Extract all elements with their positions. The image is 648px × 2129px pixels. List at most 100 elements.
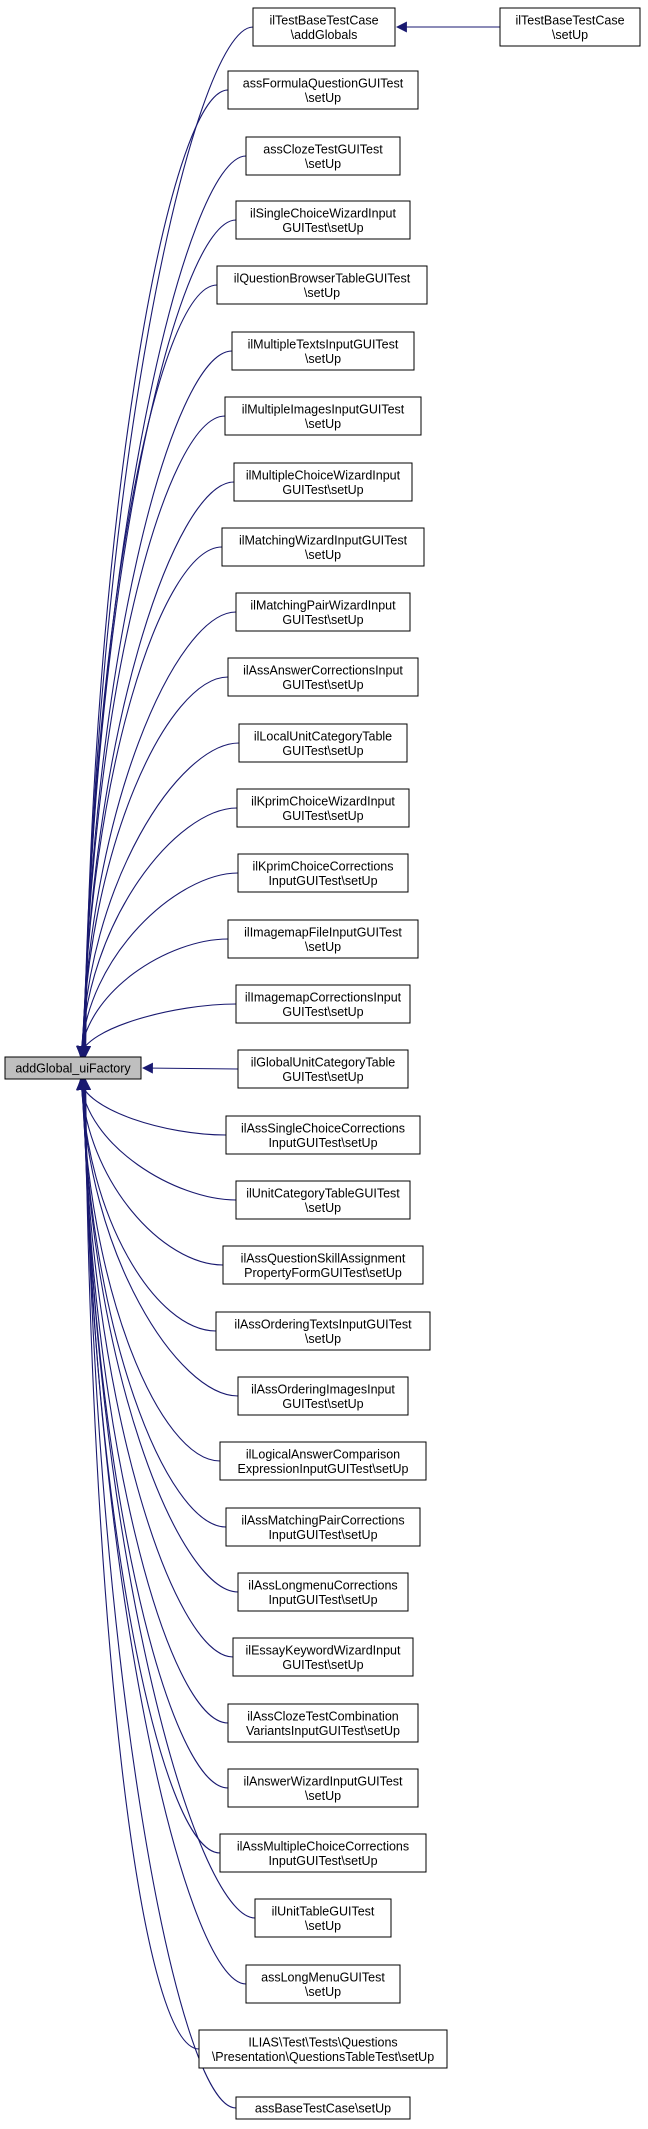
node-label-line: ilMatchingPairWizardInput: [250, 598, 396, 612]
caller-node-testbase-setup[interactable]: ilTestBaseTestCase\setUp: [499, 7, 641, 47]
node-label-line: \setUp: [304, 286, 340, 300]
node-label-line: ILIAS\Test\Tests\Questions: [248, 2035, 397, 2049]
node-label-line: GUITest\setUp: [282, 1397, 363, 1411]
node-label-line: \setUp: [305, 940, 341, 954]
caller-node[interactable]: ilAssSingleChoiceCorrectionsInputGUITest…: [225, 1115, 421, 1155]
node-box: [238, 723, 408, 763]
call-edge: [78, 284, 218, 1058]
node-box: [198, 2029, 448, 2069]
node-label-line: assBaseTestCase\setUp: [255, 2102, 391, 2116]
node-label-line: ilMultipleImagesInputGUITest: [242, 402, 405, 416]
caller-node[interactable]: ilKprimChoiceCorrectionsInputGUITest\set…: [237, 853, 409, 893]
caller-node[interactable]: ilAssClozeTestCombinationVariantsInputGU…: [227, 1703, 419, 1743]
node-label-line: ilAssMultipleChoiceCorrections: [237, 1839, 409, 1853]
node-label-line: ilAssClozeTestCombination: [247, 1709, 399, 1723]
caller-node[interactable]: ilAssOrderingTextsInputGUITest\setUp: [215, 1311, 431, 1351]
node-label-line: PropertyFormGUITest\setUp: [244, 1266, 402, 1280]
call-edge: [77, 1078, 239, 1593]
node-label-line: GUITest\setUp: [282, 1658, 363, 1672]
node-label-line: InputGUITest\setUp: [268, 1528, 377, 1542]
node-label-line: \setUp: [305, 1201, 341, 1215]
caller-node[interactable]: assBaseTestCase\setUp: [235, 2096, 411, 2120]
caller-node[interactable]: assLongMenuGUITest\setUp: [245, 1964, 401, 2004]
node-label-line: InputGUITest\setUp: [268, 1593, 377, 1607]
caller-node[interactable]: ilMatchingWizardInputGUITest\setUp: [221, 527, 425, 567]
caller-node[interactable]: ilAssQuestionSkillAssignmentPropertyForm…: [222, 1245, 424, 1285]
caller-node[interactable]: ilMultipleTextsInputGUITest\setUp: [231, 331, 415, 371]
caller-node[interactable]: ILIAS\Test\Tests\Questions\Presentation\…: [198, 2029, 448, 2069]
node-box: [221, 527, 425, 567]
node-box: [233, 462, 413, 502]
node-box: [235, 2096, 411, 2120]
node-label-line: ilLogicalAnswerComparison: [246, 1447, 400, 1461]
caller-node[interactable]: ilUnitTableGUITest\setUp: [254, 1898, 392, 1938]
node-label-line: ExpressionInputGUITest\setUp: [238, 1462, 409, 1476]
call-edge: [77, 1078, 234, 1658]
caller-node[interactable]: ilQuestionBrowserTableGUITest\setUp: [216, 265, 428, 305]
caller-node[interactable]: ilUnitCategoryTableGUITest\setUp: [235, 1180, 411, 1220]
node-label-line: GUITest\setUp: [282, 744, 363, 758]
node-label-line: \setUp: [305, 417, 341, 431]
node-label-line: GUITest\setUp: [282, 678, 363, 692]
node-label-line: \addGlobals: [291, 28, 358, 42]
node-box: [237, 1572, 409, 1612]
node-label-line: \setUp: [305, 1919, 341, 1933]
node-label-line: ilMultipleTextsInputGUITest: [248, 337, 399, 351]
node-box: [219, 1833, 427, 1873]
node-label-line: ilQuestionBrowserTableGUITest: [234, 271, 411, 285]
node-label-line: GUITest\setUp: [282, 1005, 363, 1019]
node-label-line: \setUp: [305, 1789, 341, 1803]
call-edge: [75, 1078, 237, 1201]
node-label-line: assClozeTestGUITest: [263, 142, 383, 156]
call-edge: [80, 1078, 237, 2109]
node-label-line: GUITest\setUp: [282, 1070, 363, 1084]
node-label-line: ilImagemapCorrectionsInput: [245, 990, 402, 1004]
caller-node[interactable]: ilImagemapFileInputGUITest\setUp: [227, 919, 419, 959]
call-edge: [76, 676, 229, 1058]
caller-node[interactable]: ilLogicalAnswerComparisonExpressionInput…: [219, 1441, 427, 1481]
caller-node[interactable]: assClozeTestGUITest\setUp: [245, 136, 401, 176]
node-box: [231, 331, 415, 371]
node-label-line: ilAssQuestionSkillAssignment: [241, 1251, 406, 1265]
node-label-line: ilAssSingleChoiceCorrections: [241, 1121, 405, 1135]
call-edge: [79, 1078, 200, 2050]
node-box: [252, 7, 396, 47]
node-label-line: \setUp: [305, 91, 341, 105]
node-label-line: ilAssOrderingTextsInputGUITest: [234, 1317, 412, 1331]
caller-node[interactable]: ilAssMatchingPairCorrectionsInputGUITest…: [225, 1507, 421, 1547]
caller-node[interactable]: ilAnswerWizardInputGUITest\setUp: [227, 1768, 419, 1808]
root-node-addglobal-uifactory[interactable]: addGlobal_uiFactory: [4, 1056, 142, 1080]
node-label-line: ilAssOrderingImagesInput: [251, 1382, 395, 1396]
node-label-line: ilLocalUnitCategoryTable: [254, 729, 392, 743]
node-label-line: \setUp: [305, 157, 341, 171]
call-edge: [76, 1078, 224, 1266]
node-box: [227, 919, 419, 959]
node-label-line: ilAssLongmenuCorrections: [248, 1578, 397, 1592]
caller-node[interactable]: ilAssMultipleChoiceCorrectionsInputGUITe…: [219, 1833, 427, 1873]
caller-node[interactable]: ilAssLongmenuCorrectionsInputGUITest\set…: [237, 1572, 409, 1612]
caller-node[interactable]: ilMultipleImagesInputGUITest\setUp: [224, 396, 422, 436]
node-label-line: ilAnswerWizardInputGUITest: [243, 1774, 403, 1788]
node-box: [499, 7, 641, 47]
node-label-line: ilUnitTableGUITest: [272, 1904, 375, 1918]
call-edge: [78, 415, 226, 1058]
node-box: [235, 984, 411, 1024]
node-box: [227, 657, 419, 697]
node-label-line: GUITest\setUp: [282, 613, 363, 627]
call-edge: [79, 219, 237, 1058]
caller-node[interactable]: ilTestBaseTestCase\addGlobals: [252, 7, 396, 47]
caller-node[interactable]: assFormulaQuestionGUITest\setUp: [227, 70, 419, 110]
call-edge: [76, 872, 239, 1058]
node-label-line: GUITest\setUp: [282, 483, 363, 497]
